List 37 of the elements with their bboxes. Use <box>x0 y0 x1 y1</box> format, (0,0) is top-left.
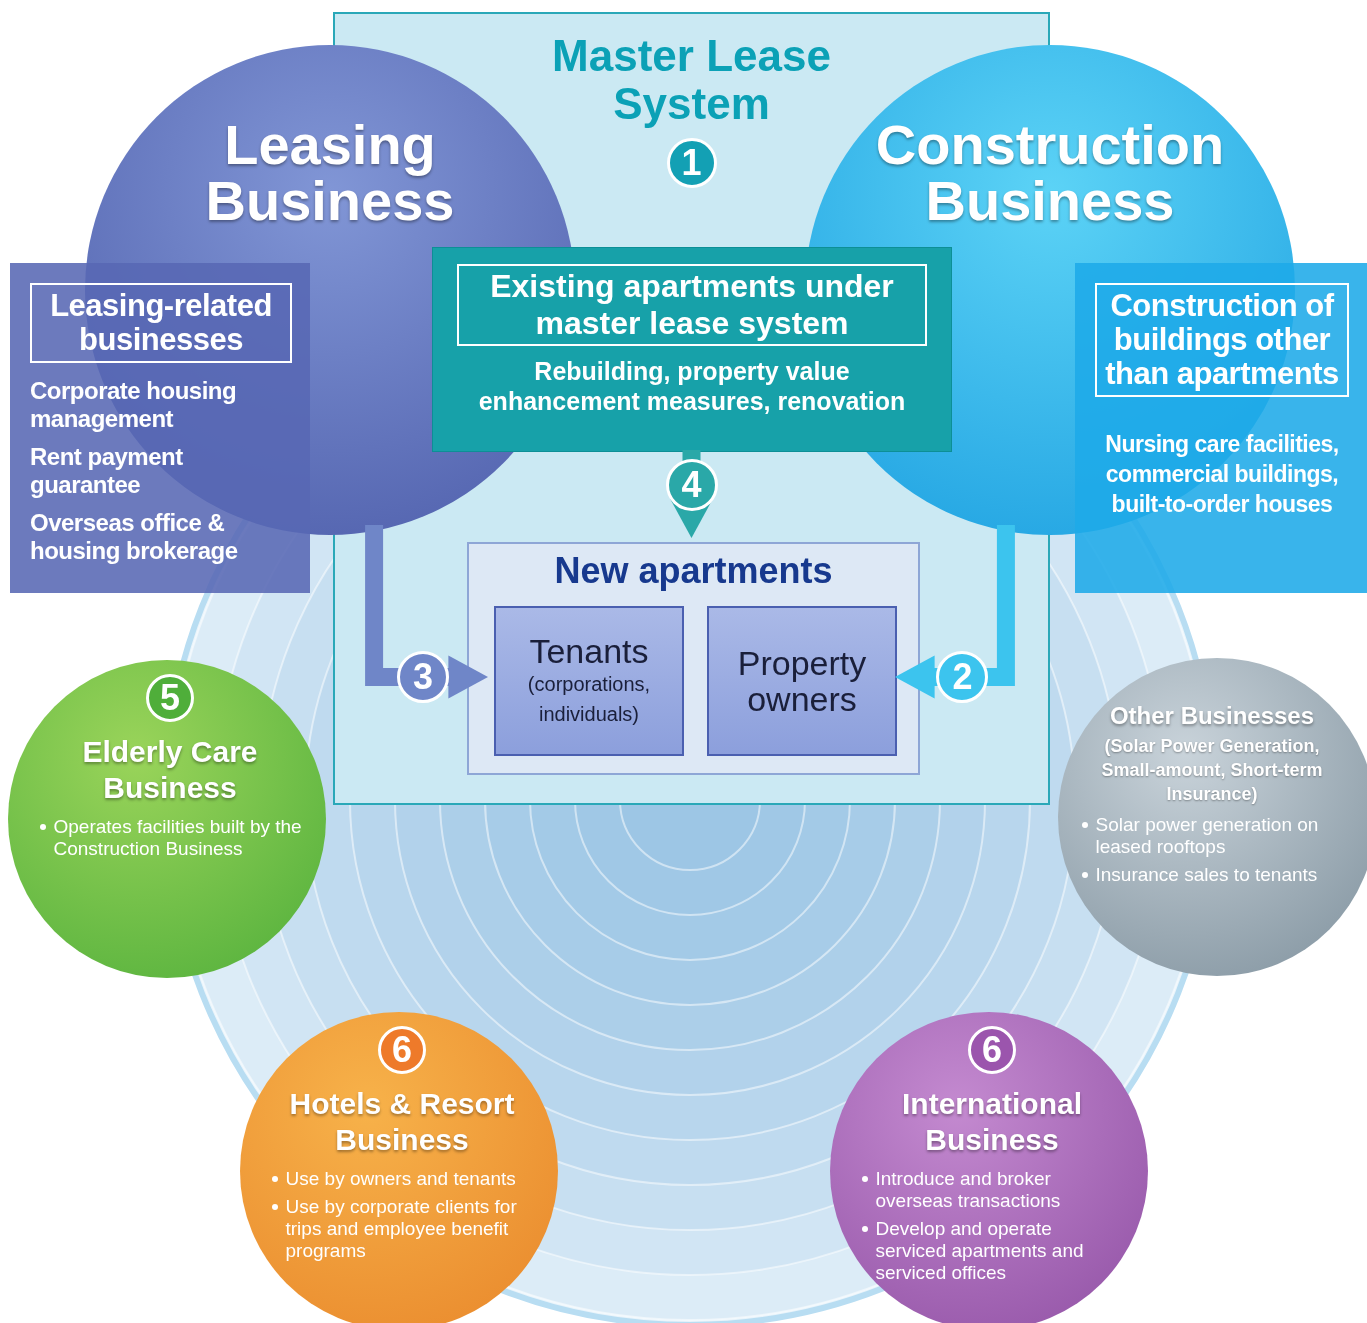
list-item: Corporate housing management <box>30 377 238 433</box>
number-badge: 5 <box>146 674 194 722</box>
box-label: Tenants <box>528 633 650 669</box>
bullet-item: Introduce and broker overseas transactions <box>859 1168 1125 1212</box>
group-box <box>467 542 920 775</box>
business-title: International Business <box>901 1086 1083 1158</box>
info-panel <box>1075 263 1367 593</box>
subtitle: (Solar Power Generation, Small-amount, Short-term Insurance) <box>1100 735 1324 806</box>
business-title: Other Businesses <box>1108 701 1316 731</box>
bullet-item: Use by owners and tenants <box>269 1168 535 1190</box>
box-title: New apartments <box>554 550 833 592</box>
number-badge: 1 <box>666 138 717 188</box>
category-box <box>494 606 684 756</box>
panel-heading: Existing apartments under master lease system <box>457 264 927 346</box>
bullet-item: Use by corporate clients for trips and employee benefit programs <box>269 1196 535 1262</box>
list-item: Rent payment guarantee <box>30 443 184 499</box>
bullet-item: Solar power generation on leased rooftops <box>1079 814 1345 858</box>
list-item: Overseas office & housing brokerage <box>30 509 239 565</box>
body-text: Nursing care facilities, commercial buildings, built-to-order houses <box>1104 430 1340 519</box>
business-title: Hotels & Resort Business <box>288 1086 516 1158</box>
business-title: Elderly Care Business <box>81 734 259 806</box>
bullet-item: Operates facilities built by the Construction Business <box>37 816 303 860</box>
body-text: Rebuilding, property value enhancement measures, renovation <box>477 356 907 416</box>
panel-heading: Leasing-related businesses <box>30 283 292 363</box>
business-title: Construction Business <box>874 117 1226 229</box>
number-badge: 6 <box>378 1026 426 1074</box>
panel-title: Master Lease System <box>551 32 832 128</box>
info-panel <box>10 263 310 593</box>
category-box <box>707 606 897 756</box>
box-sublabel: (corporations, individuals) <box>526 672 652 727</box>
bullet-item: Develop and operate serviced apartments and serviced offices <box>859 1218 1125 1284</box>
number-badge: 6 <box>968 1026 1016 1074</box>
panel-heading: Construction of buildings other than apartments <box>1095 283 1349 397</box>
box-label: Property owners <box>736 645 868 717</box>
info-panel <box>432 247 952 452</box>
bullet-item: Insurance sales to tenants <box>1079 864 1345 886</box>
business-title: Leasing Business <box>204 117 456 229</box>
